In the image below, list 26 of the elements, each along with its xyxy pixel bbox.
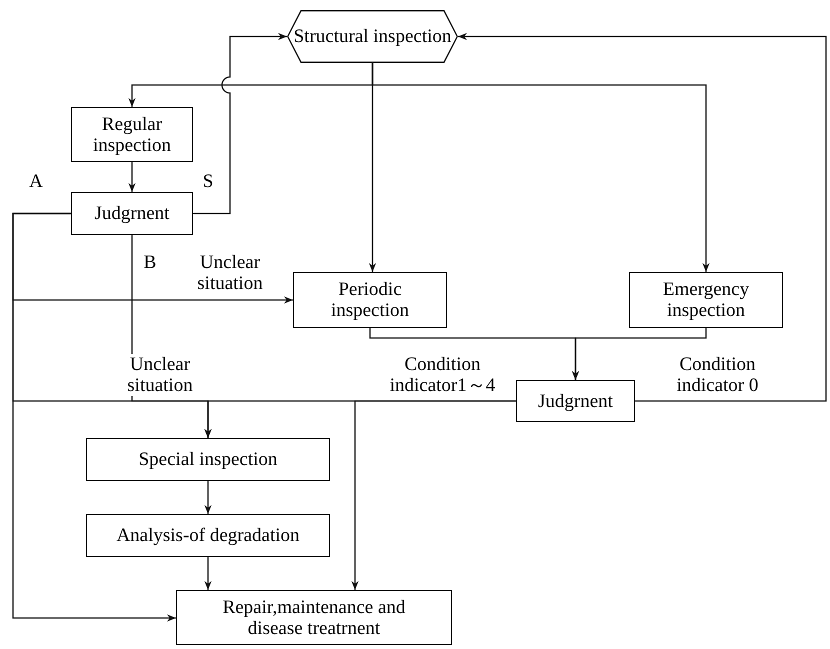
process-box: [86, 438, 330, 481]
process-box: [629, 272, 783, 328]
connector-arrow: [458, 32, 827, 402]
connector-arrow: [128, 162, 136, 192]
node-label: Repair,maintenance and disease treatrnent: [222, 596, 406, 638]
process-box: [71, 107, 193, 162]
node-label: Judgrnent: [94, 203, 170, 224]
connector-arrow: [204, 481, 212, 514]
node-label: Structural inspection: [292, 26, 452, 47]
connector-arrow: [204, 557, 212, 590]
node-label: Regular inspection: [92, 114, 172, 156]
node-label: Periodic inspection: [330, 279, 410, 321]
node-label: Emergency inspection: [662, 279, 750, 321]
node-label: Judgrnent: [537, 390, 614, 412]
node-label: Special inspection: [138, 449, 278, 470]
connector-arrow: [351, 400, 516, 590]
hexagon-node: [287, 10, 458, 63]
connector-arrow: [372, 63, 710, 272]
process-box: [516, 380, 635, 422]
process-box: [293, 272, 447, 328]
connector-arrow: [572, 328, 707, 380]
process-box: [176, 590, 452, 645]
process-box: [86, 514, 330, 557]
node-label: Analysis-of degradation: [115, 525, 301, 546]
process-box: [71, 192, 193, 235]
connector-arrow: [193, 32, 287, 214]
